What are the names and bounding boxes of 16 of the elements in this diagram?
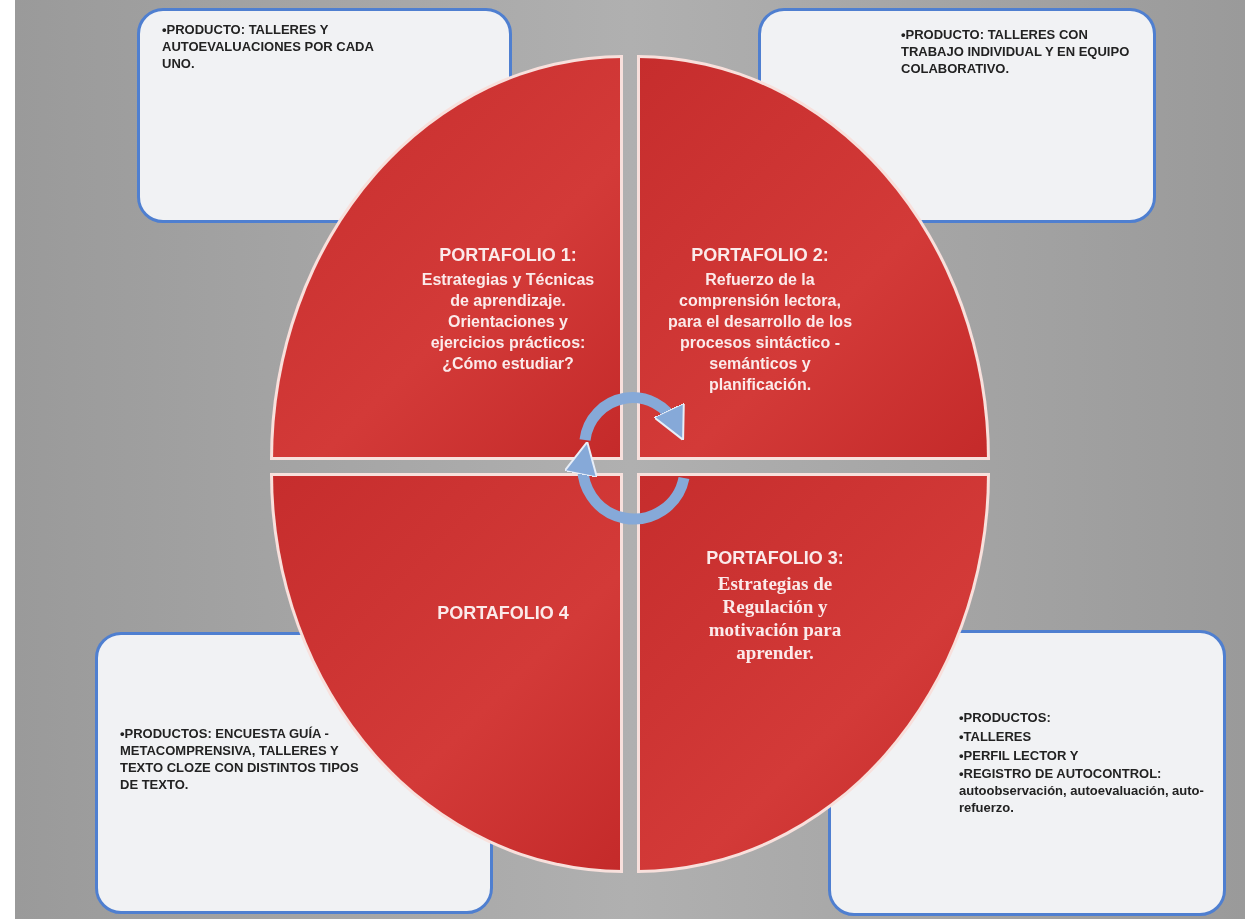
portfolio-title: PORTAFOLIO 1: <box>438 244 578 267</box>
bullet-text: •PRODUCTOS: <box>958 709 1052 727</box>
portfolio-description: Estrategias de Regulación y motivación para aprender. <box>707 572 843 664</box>
bullet-text: •PERFIL LECTOR Y <box>958 747 1080 765</box>
portfolio-description: Refuerzo de la comprensión lectora, para el desarrollo de los procesos sintáctico -semánticos y planificación. <box>666 270 854 395</box>
bullet-text: •TALLERES <box>958 728 1033 746</box>
bullet-text: •PRODUCTOS: ENCUESTA GUÍA - METACOMPRENSIVA, TALLERES Y TEXTO CLOZE CON DISTINTOS TIPOS DE TEXTO. <box>119 725 360 793</box>
curved-arrow <box>564 440 690 525</box>
portfolio-title: PORTAFOLIO 4 <box>436 602 570 625</box>
portfolio-description: Estrategias y Técnicas de aprendizaje. Orientaciones y ejercicios prácticos: ¿Cómo estudiar? <box>420 270 596 374</box>
bullet-text: •REGISTRO DE AUTOCONTROL: autoobservación, autoevaluación, auto-refuerzo. <box>958 765 1205 816</box>
bullet-text: •PRODUCTO: TALLERES CON TRABAJO INDIVIDUAL Y EN EQUIPO COLABORATIVO. <box>900 26 1131 77</box>
bullet-text: •PRODUCTO: TALLERES Y AUTOEVALUACIONES POR CADA UNO. <box>161 21 375 72</box>
portfolio-title: PORTAFOLIO 2: <box>690 244 830 267</box>
portfolio-title: PORTAFOLIO 3: <box>705 547 845 570</box>
curved-arrow <box>579 392 686 441</box>
